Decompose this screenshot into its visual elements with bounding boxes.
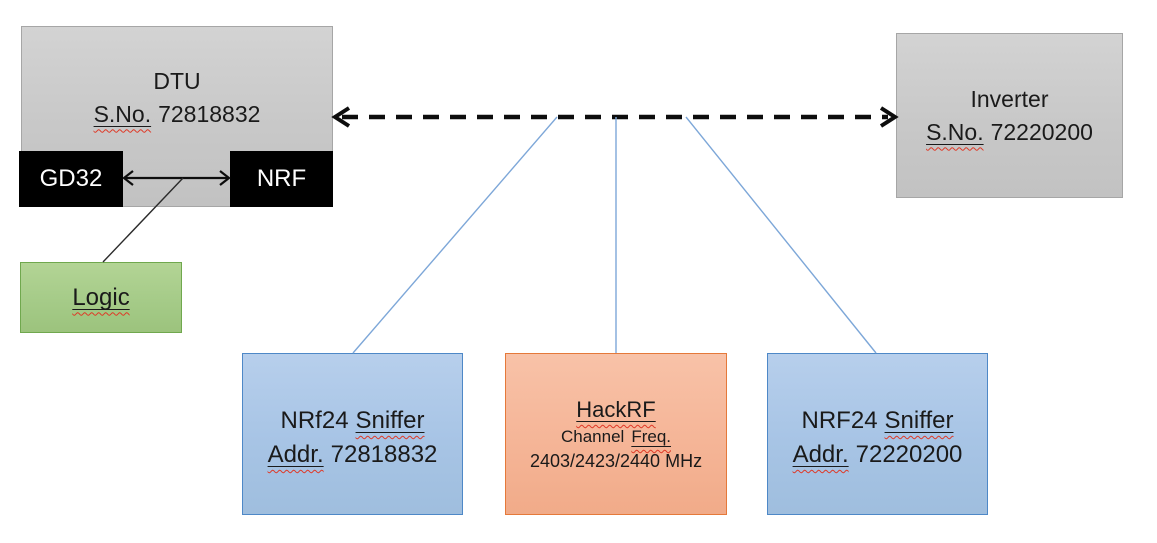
sniffer-left-addr-label: Addr. bbox=[267, 441, 324, 468]
inverter-serial-number: 72220200 bbox=[990, 118, 1093, 145]
logic-label: Logic bbox=[72, 283, 130, 311]
sniffer-right-name-prefix: NRF24 bbox=[801, 407, 878, 434]
sniffer-right-addr-label: Addr. bbox=[792, 441, 849, 468]
nrf-chip-label: NRF bbox=[256, 165, 307, 192]
sniffer-left-connector bbox=[352, 116, 558, 354]
sniffer-right-connector bbox=[685, 116, 877, 354]
sniffer-left-box: NRf24 Sniffer Addr. 72818832 bbox=[242, 353, 463, 515]
sniffer-right-name-word: Sniffer bbox=[884, 407, 954, 434]
sniffer-left-addr: Addr. 72818832 bbox=[268, 438, 438, 472]
dtu-inverter-wireless-link bbox=[331, 106, 899, 128]
dtu-serial-number: 72818832 bbox=[158, 100, 261, 127]
sniffer-left-name-word: Sniffer bbox=[355, 407, 425, 434]
hackrf-channel-word: Channel bbox=[560, 427, 625, 446]
inverter-box: Inverter S.No. 72220200 bbox=[896, 33, 1123, 198]
hackrf-box: HackRF Channel Freq. 2403/2423/2440 MHz bbox=[505, 353, 727, 515]
inverter-serial: S.No. 72220200 bbox=[926, 116, 1093, 149]
hackrf-frequencies: 2403/2423/2440 MHz bbox=[529, 451, 703, 471]
sniffer-left-addr-number: 72818832 bbox=[330, 441, 438, 468]
inverter-title: Inverter bbox=[970, 85, 1049, 112]
nrf-chip-box: NRF bbox=[230, 151, 333, 207]
dtu-serial: S.No. 72818832 bbox=[94, 98, 261, 131]
sniffer-right-addr-number: 72220200 bbox=[855, 441, 963, 468]
hackrf-channel-freq: Channel Freq. bbox=[561, 425, 671, 449]
sniffer-left-name-prefix: NRf24 bbox=[280, 407, 349, 434]
gd32-chip-box: GD32 bbox=[19, 151, 123, 207]
inverter-serial-label: S.No. bbox=[926, 118, 984, 145]
sniffer-right-addr: Addr. 72220200 bbox=[793, 438, 963, 472]
logic-box: Logic bbox=[20, 262, 182, 333]
sniffer-right-box: NRF24 Sniffer Addr. 72220200 bbox=[767, 353, 988, 515]
gd32-chip-label: GD32 bbox=[39, 165, 103, 192]
hackrf-freq-word: Freq. bbox=[631, 427, 671, 446]
dtu-title: DTU bbox=[153, 67, 201, 94]
sniffer-right-name: NRF24 Sniffer bbox=[802, 404, 954, 438]
hackrf-title: HackRF bbox=[576, 397, 656, 422]
sniffer-left-name: NRf24 Sniffer bbox=[281, 404, 425, 438]
dtu-serial-label: S.No. bbox=[93, 100, 152, 127]
